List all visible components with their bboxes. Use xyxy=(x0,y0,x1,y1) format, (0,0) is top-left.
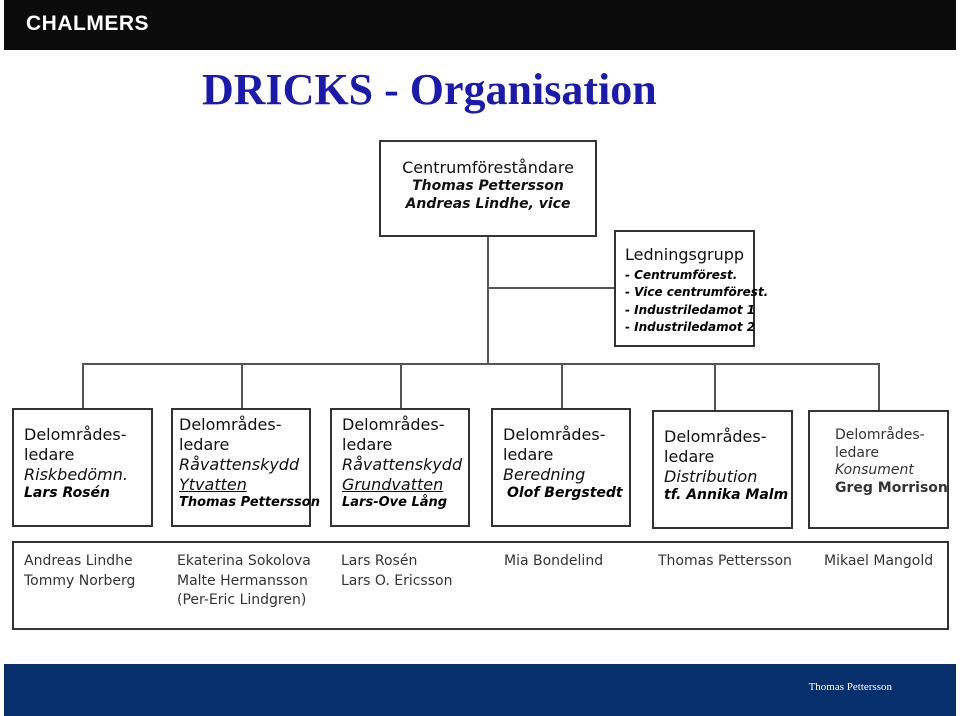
subarea-area-sub: Ytvatten xyxy=(179,475,247,494)
subarea-leader: tf. Annika Malm xyxy=(664,487,789,503)
subarea-role-line1: Delområdes- xyxy=(24,425,127,444)
footer-author: Thomas Pettersson xyxy=(808,681,892,693)
subarea-leader: Greg Morrison xyxy=(835,479,948,496)
page-title: DRICKS - Organisation xyxy=(202,65,657,114)
top-bar: CHALMERS xyxy=(4,0,956,50)
subarea-box-grundvatten: Delområdes- ledare Råvattenskydd Grundva… xyxy=(330,408,470,527)
subarea-box-riskbedomning: Delområdes- ledare Riskbedömn. Lars Rosé… xyxy=(12,408,153,527)
subarea-area: Riskbedömn. xyxy=(24,465,128,484)
connector-drop-3 xyxy=(400,363,402,410)
connector-drop-2 xyxy=(241,363,243,410)
members-column: Thomas Pettersson xyxy=(658,552,792,572)
director-title: Centrumföreståndare xyxy=(402,158,574,177)
board-item-2: - Vice centrumförest. xyxy=(625,285,769,300)
member-name: Malte Hermansson xyxy=(177,572,308,589)
subarea-role-line2: ledare xyxy=(342,435,393,454)
subarea-role-line1: Delområdes- xyxy=(503,425,606,444)
subarea-role-line1: Delområdes- xyxy=(664,427,767,446)
members-column: Ekaterina Sokolova Malte Hermansson (Per… xyxy=(177,552,311,611)
member-name: Ekaterina Sokolova xyxy=(177,553,311,569)
subarea-area: Råvattenskydd xyxy=(179,455,300,474)
connector-drop-6 xyxy=(878,363,880,410)
director-name: Thomas Pettersson xyxy=(412,178,564,194)
subarea-role-line2: ledare xyxy=(835,444,880,461)
member-name: Mikael Mangold xyxy=(824,553,934,569)
subarea-leader: Lars Rosén xyxy=(24,485,110,501)
members-box: Andreas Lindhe Tommy Norberg Ekaterina S… xyxy=(12,541,949,630)
board-title: Ledningsgrupp xyxy=(625,245,745,264)
board-box: Ledningsgrupp - Centrumförest. - Vice ce… xyxy=(614,230,769,347)
members-column: Lars Rosén Lars O. Ericsson xyxy=(341,552,452,591)
subarea-role-line2: ledare xyxy=(664,447,715,466)
member-name: (Per-Eric Lindgren) xyxy=(177,592,307,609)
org-chart: Centrumföreståndare Thomas Pettersson An… xyxy=(12,140,949,630)
subarea-area: Konsument xyxy=(835,462,914,478)
connector-drop-4 xyxy=(561,363,563,410)
member-name: Tommy Norberg xyxy=(24,572,136,589)
member-name: Thomas Pettersson xyxy=(658,553,792,569)
subarea-role-line2: ledare xyxy=(179,435,230,454)
connector-trunk xyxy=(487,235,489,364)
director-box: Centrumföreståndare Thomas Pettersson An… xyxy=(379,140,597,237)
subarea-box-beredning: Delområdes- ledare Beredning Olof Bergst… xyxy=(491,408,631,527)
connector-horizontal xyxy=(82,363,879,365)
subarea-leader: Thomas Pettersson xyxy=(179,495,320,510)
members-column: Mikael Mangold xyxy=(824,552,933,572)
subarea-leader: Olof Bergstedt xyxy=(507,485,623,501)
subarea-box-konsument: Delområdes- ledare Konsument Greg Morris… xyxy=(808,410,949,529)
subarea-role-line1: Delområdes- xyxy=(179,415,282,434)
brand-logo: CHALMERS xyxy=(26,12,149,35)
board-item-3: - Industriledamot 1 xyxy=(625,302,756,317)
subarea-area: Råvattenskydd xyxy=(342,455,463,474)
subarea-leader: Lars-Ove Lång xyxy=(342,495,448,510)
member-name: Andreas Lindhe xyxy=(24,553,133,569)
members-column: Andreas Lindhe Tommy Norberg xyxy=(24,552,135,591)
board-item-4: - Industriledamot 2 xyxy=(625,320,756,335)
subarea-area-sub: Grundvatten xyxy=(342,475,444,494)
connector-drop-1 xyxy=(82,363,84,410)
subarea-box-distribution: Delområdes- ledare Distribution tf. Anni… xyxy=(652,410,793,529)
subarea-box-ytvatten: Delområdes- ledare Råvattenskydd Ytvatte… xyxy=(171,408,320,527)
connector-drop-5 xyxy=(714,363,716,410)
subarea-role-line1: Delområdes- xyxy=(835,427,925,443)
member-name: Mia Bondelind xyxy=(504,553,604,569)
subarea-role-line2: ledare xyxy=(24,445,75,464)
subarea-area: Distribution xyxy=(664,467,758,486)
member-name: Lars O. Ericsson xyxy=(341,572,453,589)
members-column: Mia Bondelind xyxy=(504,552,603,572)
member-name: Lars Rosén xyxy=(341,553,418,569)
board-item-1: - Centrumförest. xyxy=(625,268,738,282)
subarea-role-line2: ledare xyxy=(503,445,554,464)
subarea-area: Beredning xyxy=(503,465,586,484)
footer-bar: Thomas Pettersson xyxy=(4,664,956,716)
connector-board xyxy=(488,287,615,289)
vice-director-name: Andreas Lindhe, vice xyxy=(405,195,571,212)
subarea-role-line1: Delområdes- xyxy=(342,415,445,434)
